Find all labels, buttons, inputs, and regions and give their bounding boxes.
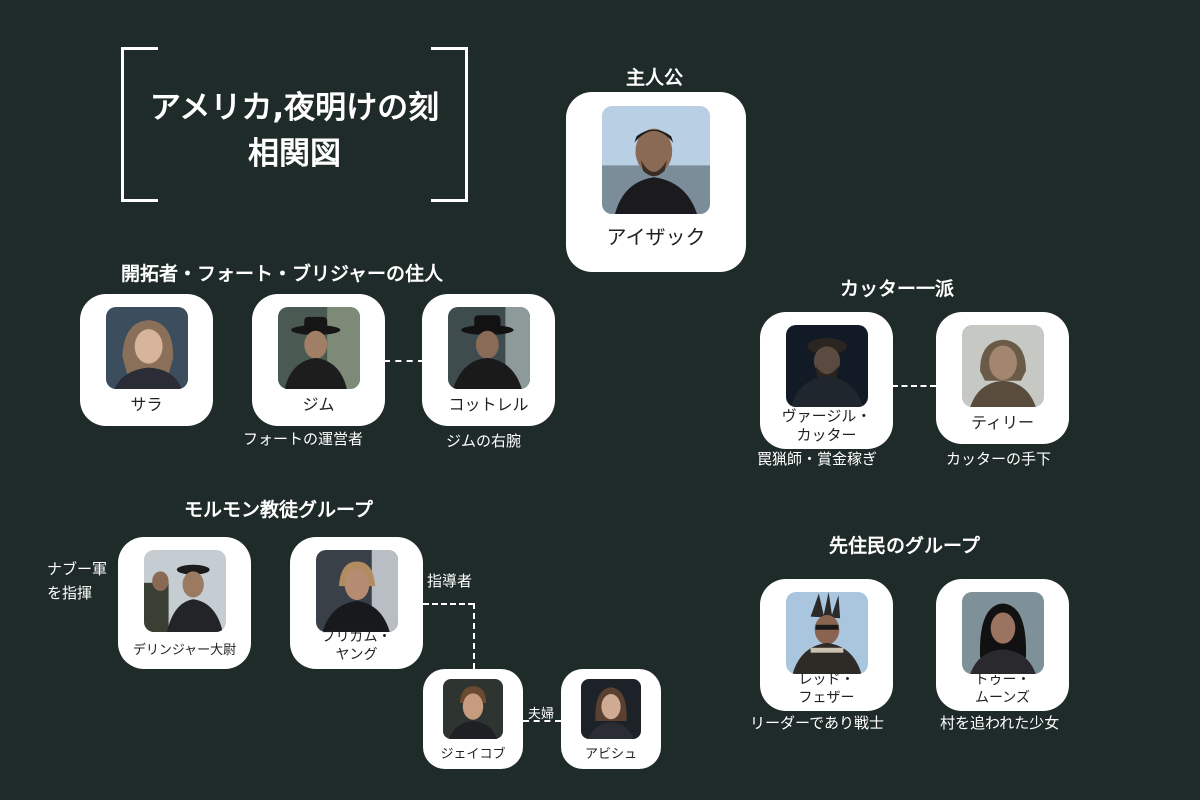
connector-jim-cotrell	[384, 360, 424, 362]
jacob-portrait-icon	[443, 679, 503, 739]
character-card-twomoons[interactable]: トゥー・ ムーンズ	[936, 579, 1069, 711]
character-name: アビシュ	[584, 747, 637, 762]
redfeather-portrait-icon	[786, 592, 868, 674]
role-cotrell: ジムの右腕	[446, 432, 522, 450]
cotrell-portrait-icon	[448, 307, 530, 389]
character-name: トゥー・ ムーンズ	[974, 672, 1031, 706]
character-card-redfeather[interactable]: レッド・ フェザー	[760, 579, 893, 711]
brigham-portrait-icon	[316, 550, 398, 632]
character-name: ティリー	[970, 413, 1035, 432]
character-name: ジム	[302, 395, 335, 414]
relation-couple: 夫婦	[528, 707, 555, 722]
group-heading-cutter: カッター一派	[840, 278, 955, 300]
character-card-dellinger[interactable]: デリンジャー大尉	[118, 537, 251, 669]
side-note-brigham: 指導者	[427, 572, 473, 590]
role-virgil: 罠猟師・賞金稼ぎ	[757, 450, 878, 468]
virgil-portrait-icon	[786, 325, 868, 407]
character-card-cotrell[interactable]: コットレル	[422, 294, 555, 426]
group-heading-settlers: 開拓者・フォート・ブリジャーの住人	[121, 263, 444, 285]
twomoons-portrait-icon	[962, 592, 1044, 674]
connector-virgil-tilly	[892, 385, 936, 387]
group-heading-natives: 先住民のグループ	[829, 535, 980, 557]
character-name: ブリガム・ ヤング	[321, 629, 392, 663]
group-heading-protagonist: 主人公	[626, 67, 684, 89]
side-note-dellinger: ナブー軍 を指揮	[47, 560, 108, 602]
role-tilly: カッターの手下	[946, 450, 1052, 468]
character-card-jacob[interactable]: ジェイコブ	[423, 669, 523, 769]
role-jim: フォートの運営者	[243, 430, 364, 448]
character-card-isaac[interactable]: アイザック	[566, 92, 746, 272]
character-card-abish[interactable]: アビシュ	[561, 669, 661, 769]
title-line-1: アメリカ,夜明けの刻	[149, 90, 440, 126]
isaac-portrait-icon	[602, 106, 710, 214]
group-heading-mormon: モルモン教徒グループ	[184, 499, 373, 521]
character-card-tilly[interactable]: ティリー	[936, 312, 1069, 444]
page-title: アメリカ,夜明けの刻 相関図	[124, 85, 465, 177]
character-card-virgil[interactable]: ヴァージル・ カッター	[760, 312, 893, 449]
connector-brigham-jacob	[473, 603, 475, 669]
jim-portrait-icon	[278, 307, 360, 389]
tilly-portrait-icon	[962, 325, 1044, 407]
abish-portrait-icon	[581, 679, 641, 739]
character-name: ヴァージル・ カッター	[781, 407, 872, 444]
title-frame: アメリカ,夜明けの刻 相関図	[121, 47, 468, 202]
character-card-jim[interactable]: ジム	[252, 294, 385, 426]
character-name: ジェイコブ	[440, 747, 506, 762]
character-card-brigham[interactable]: ブリガム・ ヤング	[290, 537, 423, 669]
sara-portrait-icon	[106, 307, 188, 389]
dellinger-portrait-icon	[144, 550, 226, 632]
character-name: アイザック	[606, 225, 706, 249]
connector-brigham-h	[423, 603, 474, 605]
title-line-2: 相関図	[248, 136, 341, 172]
character-card-sara[interactable]: サラ	[80, 294, 213, 426]
role-twomoons: 村を追われた少女	[940, 714, 1060, 732]
character-name: サラ	[130, 395, 163, 414]
role-redfeather: リーダーであり戦士	[750, 714, 884, 732]
character-name: デリンジャー大尉	[132, 643, 237, 658]
character-name: コットレル	[448, 395, 529, 414]
character-name: レッド・ フェザー	[798, 672, 855, 706]
connector-couple	[523, 720, 561, 722]
